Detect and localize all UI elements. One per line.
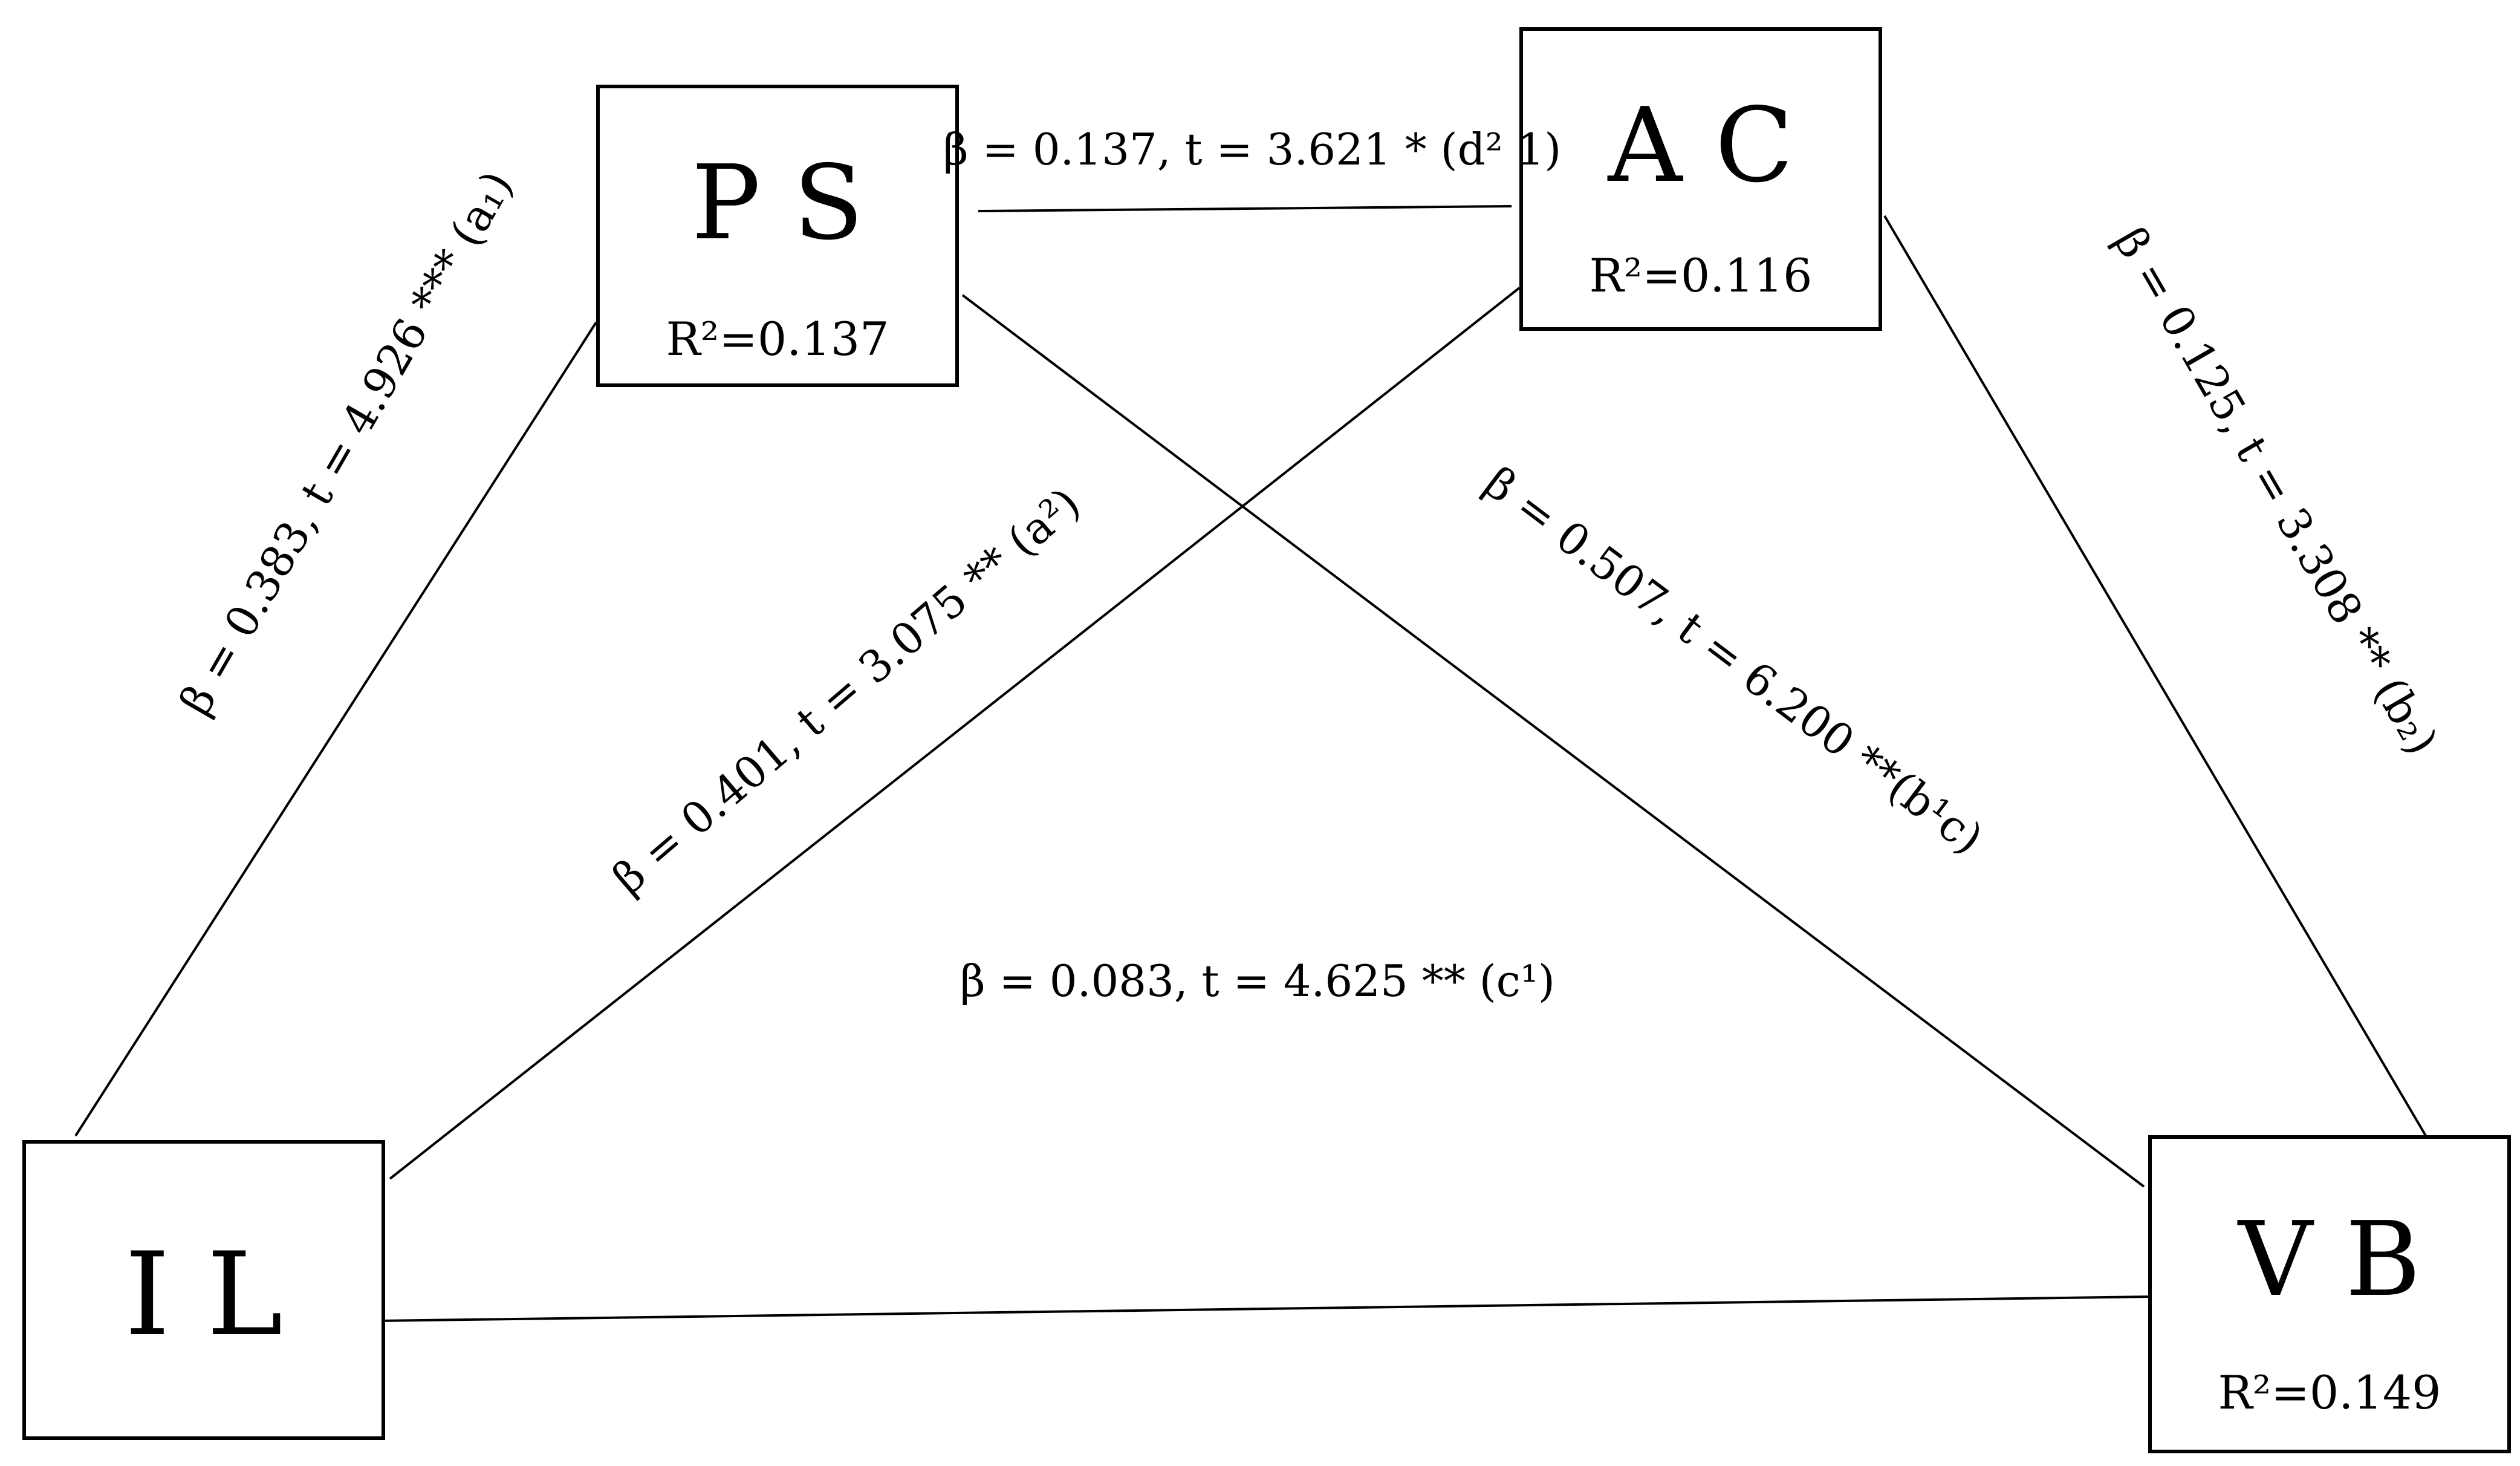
line-il-ac	[389, 287, 1521, 1180]
node-vb: V B R²=0.149	[2148, 1135, 2511, 1453]
node-ps-r2: R²=0.137	[666, 312, 889, 366]
line-ps-vb	[961, 294, 2145, 1188]
line-il-vb	[380, 1295, 2154, 1322]
line-ac-vb	[1883, 215, 2432, 1146]
label-ps-ac: β = 0.137, t = 3.621 * (d² 1)	[943, 124, 1562, 175]
node-ac: A C R²=0.116	[1519, 27, 1882, 331]
line-ps-ac	[978, 205, 1512, 212]
node-vb-name: V B	[2238, 1200, 2421, 1320]
node-il: I L	[22, 1140, 385, 1440]
node-vb-r2: R²=0.149	[2218, 1366, 2441, 1419]
node-ac-name: A C	[1608, 86, 1794, 206]
label-il-vb: β = 0.083, t = 4.625 ** (c¹)	[960, 956, 1555, 1006]
node-ps-name: P S	[691, 143, 864, 263]
line-il-ps	[74, 321, 597, 1137]
node-ps: P S R²=0.137	[596, 85, 959, 387]
node-ac-r2: R²=0.116	[1589, 249, 1813, 302]
node-il-name: I L	[125, 1228, 283, 1361]
